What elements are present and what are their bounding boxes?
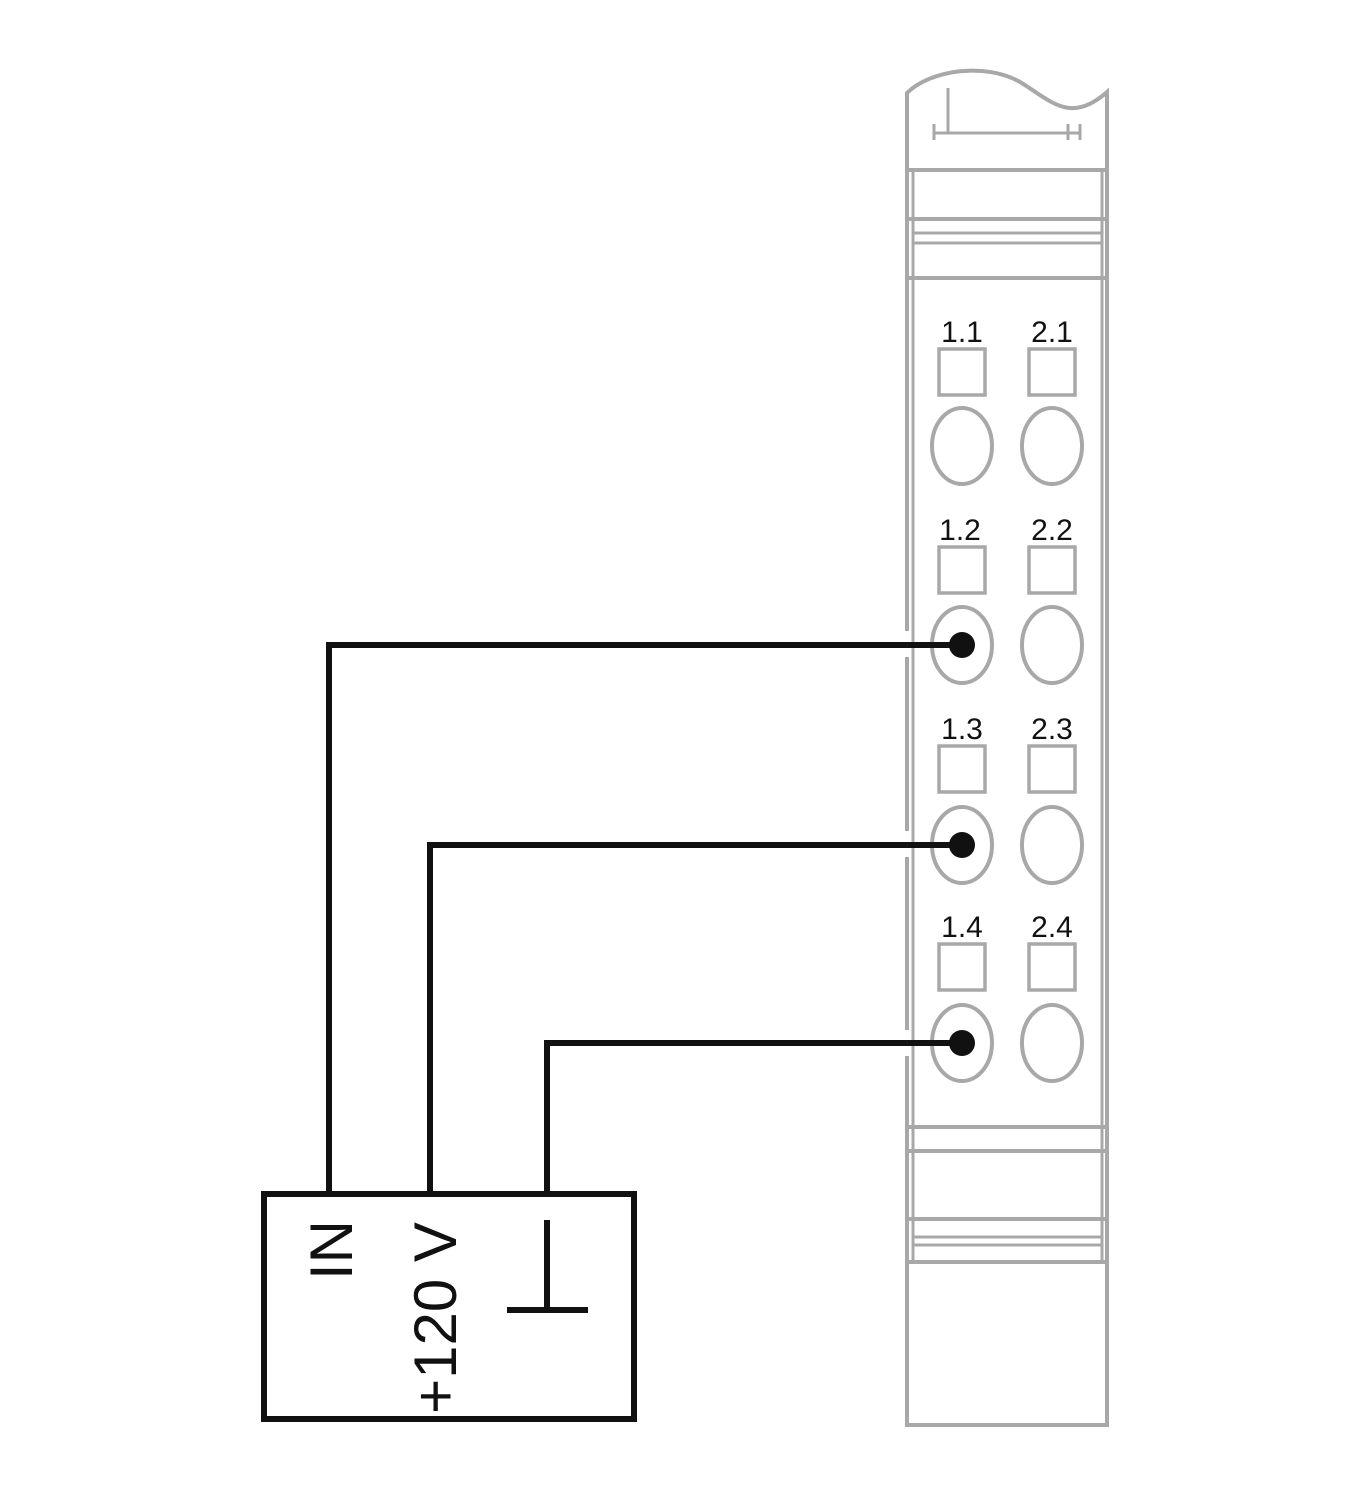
- connection-dot: [949, 1030, 975, 1056]
- connection-dot: [949, 632, 975, 658]
- terminal-2-3[interactable]: 2.3: [1020, 713, 1084, 885]
- terminal-indicator: [937, 942, 987, 992]
- terminal-label: 2.3: [1031, 713, 1073, 746]
- wire-ground-to-1-4[interactable]: [544, 1040, 962, 1193]
- terminal-2-2[interactable]: 2.2: [1020, 514, 1084, 685]
- terminal-group: 1.1 2.1 1.2 2.2 1.3: [930, 316, 1084, 1083]
- terminal-hole[interactable]: [1020, 406, 1084, 486]
- terminal-indicator: [1027, 942, 1077, 992]
- terminal-indicator: [1027, 347, 1077, 397]
- terminal-label: 2.2: [1031, 514, 1073, 547]
- input-label: IN: [298, 1220, 365, 1280]
- terminal-indicator: [937, 545, 987, 595]
- terminal-label: 1.4: [941, 911, 983, 944]
- terminal-label: 2.4: [1031, 911, 1073, 944]
- module-outline: [905, 68, 1109, 1427]
- terminal-hole[interactable]: [1020, 1003, 1084, 1083]
- terminal-2-1[interactable]: 2.1: [1020, 316, 1084, 486]
- terminal-1-1[interactable]: 1.1: [930, 316, 994, 486]
- terminal-indicator: [937, 347, 987, 397]
- sensor-device: IN +120 V: [261, 1191, 637, 1422]
- terminal-hole[interactable]: [1020, 605, 1084, 685]
- terminal-label: 1.1: [941, 316, 983, 349]
- terminal-label: 1.2: [939, 514, 981, 547]
- terminal-label: 2.1: [1031, 316, 1073, 349]
- io-module: 1.1 2.1 1.2 2.2 1.3: [905, 68, 1109, 1427]
- terminal-indicator: [1027, 545, 1077, 595]
- ground-icon: [507, 1220, 588, 1313]
- terminal-hole[interactable]: [1020, 805, 1084, 885]
- wiring: [326, 632, 975, 1193]
- wire-in-to-1-2[interactable]: [326, 642, 962, 1193]
- device-box: [261, 1191, 637, 1422]
- terminal-1-3[interactable]: 1.3: [930, 713, 994, 885]
- supply-label: +120 V: [402, 1222, 469, 1414]
- terminal-indicator: [1027, 744, 1077, 794]
- connection-dot: [949, 832, 975, 858]
- terminal-hole[interactable]: [930, 406, 994, 486]
- terminal-label: 1.3: [941, 713, 983, 746]
- terminal-indicator: [937, 744, 987, 794]
- wire-120v-to-1-3[interactable]: [427, 842, 962, 1193]
- terminal-2-4[interactable]: 2.4: [1020, 911, 1084, 1083]
- module-latch-icon: [932, 88, 1082, 140]
